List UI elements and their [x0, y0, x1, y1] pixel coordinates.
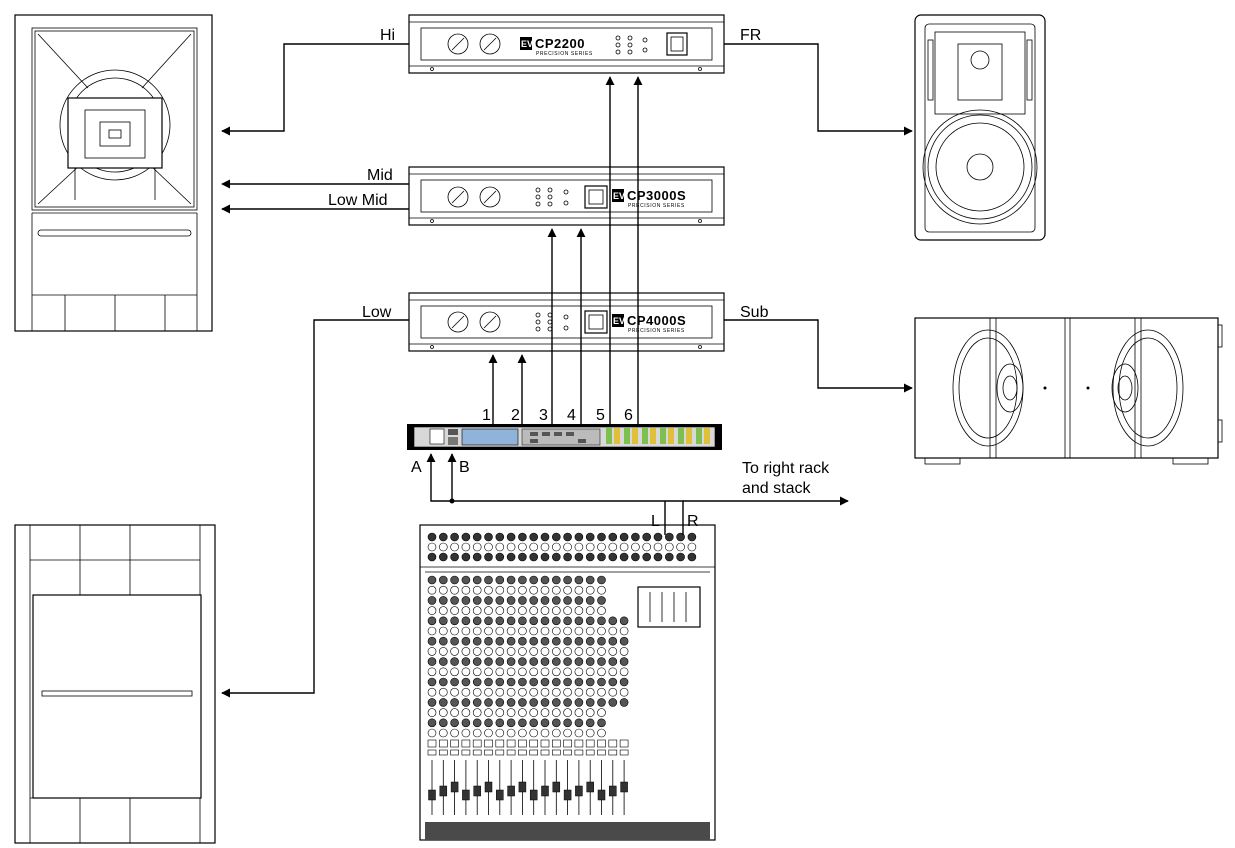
amplifier-cp3000s: EV CP3000S PRECISION SERIES [408, 166, 725, 226]
amplifier-series-top: PRECISION SERIES [536, 51, 593, 57]
svg-text:EV: EV [613, 191, 625, 201]
right-rack-label-line1: To right rack [742, 460, 830, 477]
processor-output-3: 3 [539, 407, 548, 424]
ev-logo-icon [520, 37, 532, 50]
mixer-to-processor-lines [426, 453, 849, 535]
ev-logo-icon [612, 189, 624, 202]
svg-text:EV: EV [521, 39, 533, 49]
amplifier-model-mid: CP3000S [627, 188, 686, 203]
amplifier-cp2200: EV CP2200 PRECISION SERIES [408, 14, 725, 74]
mixing-console [419, 524, 716, 841]
amplifier-model-top: CP2200 [535, 36, 585, 51]
processor-output-4: 4 [567, 407, 576, 424]
svg-text:EV: EV [613, 316, 625, 326]
full-range-cabinet [914, 14, 1046, 241]
processor-output-6: 6 [624, 407, 633, 424]
speaker-output-lines [221, 43, 913, 698]
processor-input-b: B [459, 459, 470, 476]
ev-logo-icon [612, 314, 624, 327]
mixer-rear-jacks [427, 532, 697, 562]
label-fr: FR [740, 27, 761, 44]
label-mid: Mid [367, 167, 393, 184]
crossover-processor [407, 424, 722, 450]
processor-output-2: 2 [511, 407, 520, 424]
amplifier-cp4000s: EV CP4000S PRECISION SERIES [408, 292, 725, 352]
label-sub: Sub [740, 304, 769, 321]
amplifier-model-low: CP4000S [627, 313, 686, 328]
label-hi: Hi [380, 27, 395, 44]
processor-output-5: 5 [596, 407, 605, 424]
processor-to-amplifier-lines [488, 76, 643, 424]
processor-input-a: A [411, 459, 422, 476]
mixer-output-l: L [651, 513, 660, 530]
amplifier-series-low: PRECISION SERIES [628, 328, 685, 334]
mixer-channel-strips [427, 575, 629, 815]
mixer-output-r: R [687, 513, 699, 530]
mid-hi-horn-cabinet [14, 14, 213, 332]
output-meters [606, 428, 710, 444]
label-low-mid: Low Mid [328, 192, 388, 209]
processor-output-1: 1 [482, 407, 491, 424]
amplifier-series-mid: PRECISION SERIES [628, 203, 685, 209]
right-rack-label-line2: and stack [742, 480, 811, 497]
label-low: Low [362, 304, 392, 321]
low-cabinet [14, 524, 216, 844]
subwoofer-cabinet [914, 317, 1223, 465]
